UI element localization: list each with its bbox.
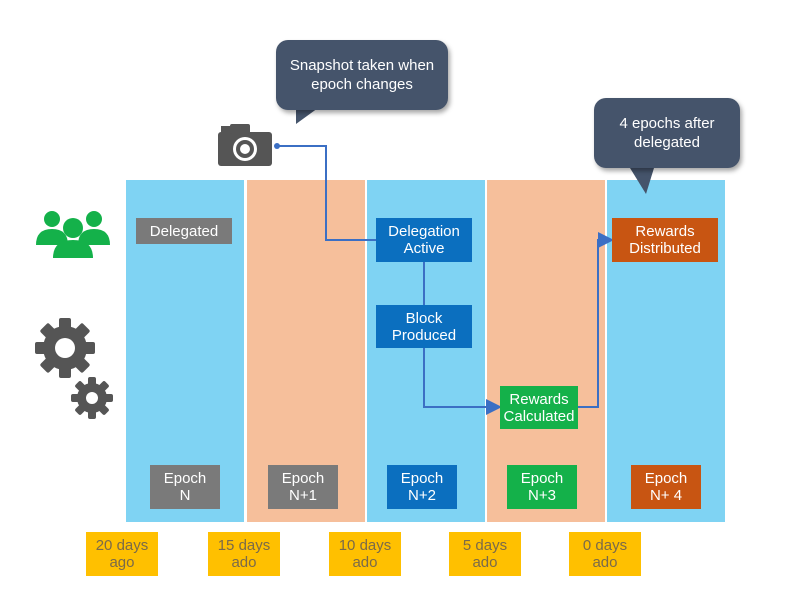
- camera-icon: [218, 124, 272, 166]
- users-icon: [36, 211, 110, 258]
- callout-tail-four-epochs: [630, 168, 654, 194]
- callout-tail-snapshot: [296, 108, 318, 124]
- connector-block-calculated: [423, 348, 502, 415]
- epoch-label-n1: Epoch N+1: [268, 465, 338, 509]
- time-label-15-days: 15 days ado: [208, 532, 280, 576]
- time-label-5-days: 5 days ado: [449, 532, 521, 576]
- connector-snapshot: [278, 145, 376, 241]
- event-delegated: Delegated: [136, 218, 232, 244]
- event-rewards-calculated: Rewards Calculated: [500, 386, 578, 429]
- time-label-0-days: 0 days ado: [569, 532, 641, 576]
- event-delegation-active: Delegation Active: [376, 218, 472, 262]
- event-rewards-distributed: Rewards Distributed: [612, 218, 718, 262]
- time-label-20-days: 20 days ago: [86, 532, 158, 576]
- epoch-label-n2: Epoch N+2: [387, 465, 457, 509]
- epoch-label-n4: Epoch N+ 4: [631, 465, 701, 509]
- callout-snapshot: Snapshot taken when epoch changes: [276, 40, 448, 110]
- connector-calculated-distributed: [578, 232, 614, 408]
- event-block-produced: Block Produced: [376, 305, 472, 348]
- epoch-label-n3: Epoch N+3: [507, 465, 577, 509]
- callout-four-epochs: 4 epochs after delegated: [594, 98, 740, 168]
- gears-icon: [35, 318, 113, 419]
- epoch-label-n: Epoch N: [150, 465, 220, 509]
- time-label-10-days: 10 days ado: [329, 532, 401, 576]
